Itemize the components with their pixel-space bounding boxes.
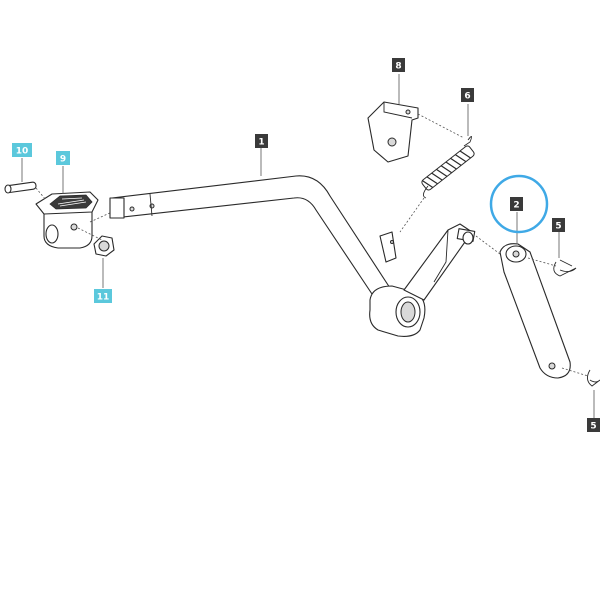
svg-text:6: 6 [464,92,470,102]
assembly-line [417,113,465,139]
part-10-pin [4,181,37,194]
callout-8: 8 [392,58,405,72]
callout-11: 11 [94,289,112,303]
callout-10: 10 [12,143,32,157]
svg-text:1: 1 [258,138,264,148]
part-1-lever [109,175,426,337]
assembly-line [89,211,113,223]
assembly-line [399,197,425,233]
lever-arm [403,223,476,301]
part-11-nut [93,235,115,257]
part-6-spring [421,136,475,199]
assembly-line [561,367,589,377]
svg-text:5: 5 [555,222,561,232]
callout-5-upper: 5 [552,218,565,232]
part-2-link [499,243,571,379]
callout-5-lower: 5 [587,418,600,432]
svg-text:8: 8 [395,62,401,72]
part-8-bracket [367,101,419,163]
assembly-line [35,187,47,201]
svg-text:9: 9 [60,155,66,165]
svg-text:11: 11 [97,293,110,303]
callout-6: 6 [461,88,474,102]
assembly-line [527,257,557,267]
assembly-line [475,235,501,255]
highlight-ring [489,174,549,234]
svg-text:2: 2 [513,201,519,211]
callout-1: 1 [255,134,268,148]
callout-9: 9 [56,151,70,165]
assembly-line [77,227,103,241]
part-5-clip-lower [587,369,600,387]
svg-text:5: 5 [590,422,596,432]
svg-text:10: 10 [16,147,29,157]
part-9-pedal [35,191,99,249]
part-5-clip-upper [553,259,577,277]
callout-2: 2 [510,197,523,211]
